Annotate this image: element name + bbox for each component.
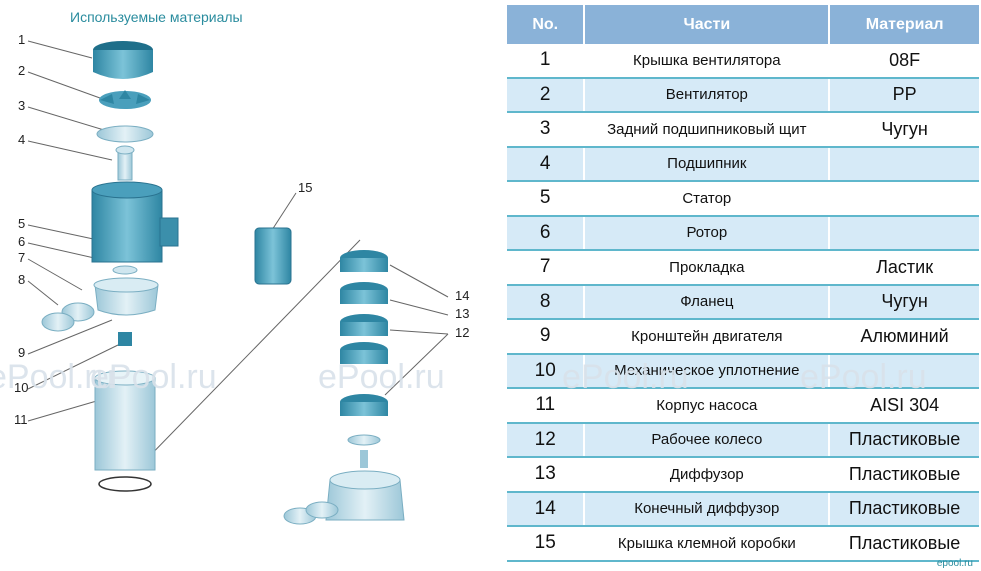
cell-part: Крышка клемной коробки bbox=[584, 526, 831, 562]
col-header-part: Части bbox=[584, 5, 831, 44]
cell-material: PP bbox=[829, 77, 979, 113]
cell-part: Подшипник bbox=[584, 146, 831, 182]
cell-material: Пластиковые bbox=[829, 422, 979, 458]
cell-material bbox=[829, 146, 979, 182]
cell-part: Ротор bbox=[584, 215, 831, 251]
cell-material: Чугун bbox=[829, 284, 979, 320]
cell-part: Крышка вентилятора bbox=[584, 44, 831, 79]
cell-part: Рабочее колесо bbox=[584, 422, 831, 458]
callout-11: 11 bbox=[14, 412, 28, 427]
cell-part: Задний подшипниковый щит bbox=[584, 112, 831, 148]
callout-8: 8 bbox=[18, 272, 25, 287]
cell-material: AISI 304 bbox=[829, 388, 979, 424]
callout-4: 4 bbox=[18, 132, 25, 147]
callout-12: 12 bbox=[455, 325, 469, 340]
watermark: ePool.ru bbox=[0, 358, 115, 396]
watermark: ePool.ru bbox=[800, 358, 927, 396]
cell-no: 2 bbox=[507, 77, 586, 113]
callout-7: 7 bbox=[18, 250, 25, 265]
cell-material bbox=[829, 353, 979, 389]
callout-1: 1 bbox=[18, 32, 25, 47]
cell-no: 15 bbox=[507, 526, 586, 562]
cell-part: Кронштейн двигателя bbox=[584, 319, 831, 355]
cell-no: 11 bbox=[507, 388, 586, 424]
cell-material: Пластиковые bbox=[829, 526, 979, 562]
callout-2: 2 bbox=[18, 63, 25, 78]
corner-watermark: epool.ru bbox=[936, 558, 973, 569]
cell-material: Ластик bbox=[829, 250, 979, 286]
cell-part: Диффузор bbox=[584, 457, 831, 493]
cell-material: Пластиковые bbox=[829, 491, 979, 527]
cell-no: 13 bbox=[507, 457, 586, 493]
callout-5: 5 bbox=[18, 216, 25, 231]
cell-no: 5 bbox=[507, 181, 586, 217]
cell-material: Чугун bbox=[829, 112, 979, 148]
cell-no: 7 bbox=[507, 250, 586, 286]
cell-no: 8 bbox=[507, 284, 586, 320]
cell-no: 10 bbox=[507, 353, 586, 389]
watermark: ePool.ru bbox=[90, 358, 217, 396]
cell-material bbox=[829, 181, 979, 217]
cell-no: 9 bbox=[507, 319, 586, 355]
cell-part: Статор bbox=[584, 181, 831, 217]
cell-part: Корпус насоса bbox=[584, 388, 831, 424]
cell-no: 4 bbox=[507, 146, 586, 182]
cell-part: Конечный диффузор bbox=[584, 491, 831, 527]
table-header-row: No. Части Материал bbox=[507, 5, 979, 44]
callout-6: 6 bbox=[18, 234, 25, 249]
callout-9: 9 bbox=[18, 345, 25, 360]
cell-no: 6 bbox=[507, 215, 586, 251]
col-header-no: No. bbox=[507, 5, 586, 44]
cell-no: 3 bbox=[507, 112, 586, 148]
callout-13: 13 bbox=[455, 306, 469, 321]
cell-no: 12 bbox=[507, 422, 586, 458]
cell-material: 08F bbox=[829, 44, 979, 79]
col-header-material: Материал bbox=[829, 5, 979, 44]
cell-material: Алюминий bbox=[829, 319, 979, 355]
cell-material bbox=[829, 215, 979, 251]
exploded-pump-diagram: 1 2 3 4 5 6 7 8 9 10 11 15 14 13 12 bbox=[14, 32, 469, 525]
cell-part: Вентилятор bbox=[584, 77, 831, 113]
watermark: ePool.ru bbox=[562, 358, 689, 396]
cell-part: Механическое уплотнение bbox=[584, 353, 831, 389]
callout-10: 10 bbox=[14, 380, 28, 395]
cell-part: Прокладка bbox=[584, 250, 831, 286]
cell-no: 1 bbox=[507, 44, 586, 79]
cell-no: 14 bbox=[507, 491, 586, 527]
callout-14: 14 bbox=[455, 288, 469, 303]
callout-3: 3 bbox=[18, 98, 25, 113]
cell-part: Фланец bbox=[584, 284, 831, 320]
cell-material: Пластиковые bbox=[829, 457, 979, 493]
callout-15: 15 bbox=[298, 180, 312, 195]
page-title: Используемые материалы bbox=[70, 9, 243, 25]
watermark: ePool.ru bbox=[318, 358, 445, 396]
